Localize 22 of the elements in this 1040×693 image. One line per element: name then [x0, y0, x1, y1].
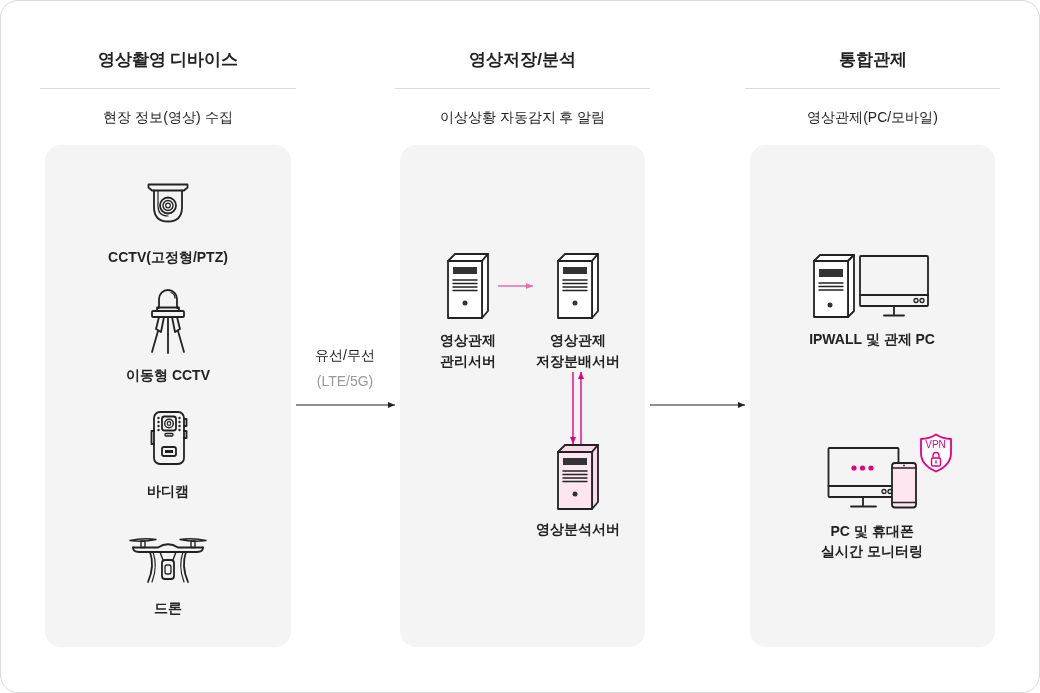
node-label: 영상관제 저장분배서버: [535, 331, 621, 371]
node-label: CCTV(고정형/PTZ): [108, 248, 228, 267]
node-label: PC 및 휴대폰 실시간 모니터링: [820, 522, 924, 561]
arrow: [570, 371, 576, 445]
node-label: 영상관제 관리서버: [439, 331, 497, 371]
node-label: 이동형 CCTV: [126, 366, 210, 385]
column-heading: 영상저장/분석: [469, 49, 576, 71]
badge-text: VPN: [925, 439, 946, 451]
node-label: 바디캠: [147, 482, 189, 501]
node-label: IPWALL 및 관제 PC: [809, 330, 935, 349]
node-label: 영상분석서버: [536, 520, 620, 539]
column-subtitle: 현장 정보(영상) 수집: [103, 108, 233, 127]
arrow: [578, 371, 584, 445]
column-heading: 영상촬영 디바이스: [97, 49, 239, 71]
column-heading: 통합관제: [838, 49, 907, 71]
column-subtitle: 이상상황 자동감지 후 알림: [439, 108, 606, 127]
arrow: [497, 283, 534, 289]
arrow: [649, 402, 746, 408]
edge-note: (LTE/5G): [316, 372, 374, 391]
node-label: 드론: [154, 599, 182, 618]
arrow: [295, 402, 396, 408]
column-subtitle: 영상관제(PC/모바일): [807, 108, 938, 127]
